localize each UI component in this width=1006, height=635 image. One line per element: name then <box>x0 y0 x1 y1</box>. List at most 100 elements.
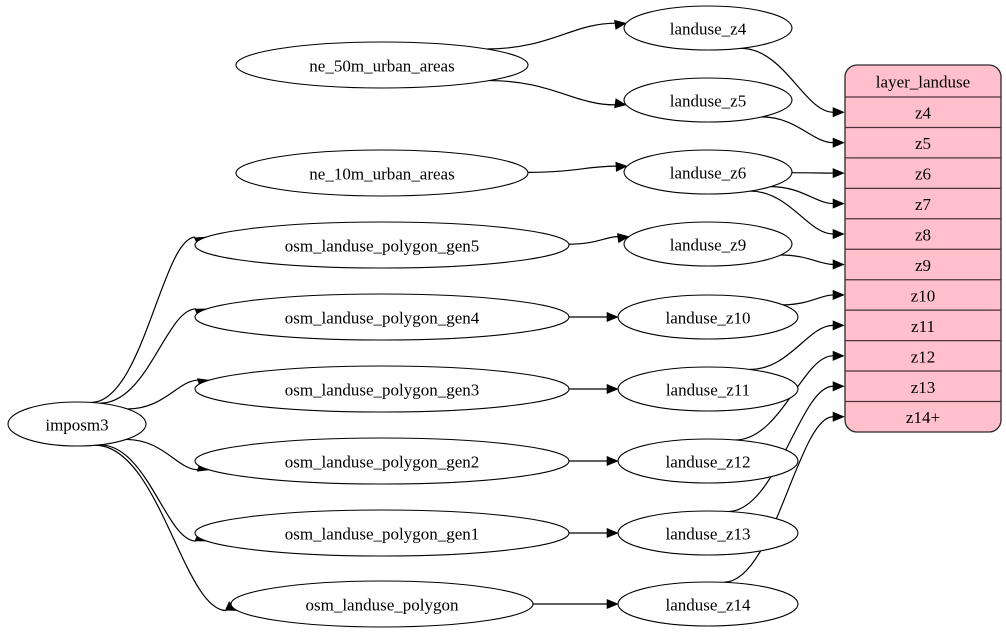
edge-ne_50m_urban_areas-to-landuse_z5 <box>489 79 616 106</box>
node-shape <box>617 438 799 484</box>
table-row-z13[interactable]: z13 <box>911 378 936 397</box>
node-label: osm_landuse_polygon_gen2 <box>285 453 480 472</box>
arrow-head <box>606 598 619 610</box>
node-imposm3[interactable]: imposm3 <box>7 401 147 447</box>
edge-ne_50m_urban_areas-to-landuse_z4 <box>486 22 616 50</box>
node-shape <box>623 221 793 267</box>
table-row-z14+[interactable]: z14+ <box>906 408 940 427</box>
node-ne_10m_urban_areas[interactable]: ne_10m_urban_areas <box>235 149 529 197</box>
arrow-head <box>614 98 627 109</box>
node-landuse_z4[interactable]: landuse_z4 <box>623 5 793 51</box>
node-landuse_z10[interactable]: landuse_z10 <box>617 294 799 340</box>
node-label: ne_50m_urban_areas <box>309 57 454 76</box>
edge-osm_landuse_polygon_gen5-to-landuse_z9 <box>568 236 618 245</box>
edge-landuse_z5-to-z5 <box>761 116 834 144</box>
node-label: landuse_z4 <box>670 20 747 39</box>
node-label: landuse_z12 <box>666 453 751 472</box>
arrow-head <box>832 411 845 422</box>
arrow-head <box>832 228 845 240</box>
node-label: landuse_z13 <box>666 525 751 544</box>
node-landuse_z12[interactable]: landuse_z12 <box>617 438 799 484</box>
edge-imposm3-to-osm_landuse_polygon_gen4 <box>99 308 196 404</box>
edge-landuse_z10-to-z10 <box>782 294 834 306</box>
node-label: osm_landuse_polygon_gen4 <box>285 309 480 328</box>
node-shape <box>617 294 799 340</box>
node-osm_landuse_polygon[interactable]: osm_landuse_polygon <box>230 580 534 628</box>
node-shape <box>194 365 570 413</box>
node-landuse_z5[interactable]: landuse_z5 <box>623 77 793 123</box>
arrow-head <box>606 455 619 467</box>
node-shape <box>194 293 570 341</box>
node-label: osm_landuse_polygon_gen1 <box>285 525 480 544</box>
edge-ne_10m_urban_areas-to-landuse_z6 <box>527 165 617 173</box>
arrow-head <box>832 320 845 331</box>
node-label: ne_10m_urban_areas <box>309 165 454 184</box>
arrow-head <box>615 161 628 172</box>
node-ne_50m_urban_areas[interactable]: ne_50m_urban_areas <box>235 41 529 89</box>
arrow-head <box>832 259 845 270</box>
node-shape <box>194 221 570 269</box>
node-label: landuse_z10 <box>666 309 751 328</box>
node-label: landuse_z6 <box>670 164 746 183</box>
node-label: landuse_z5 <box>670 92 746 111</box>
arrow-head <box>832 107 845 118</box>
node-landuse_z14[interactable]: landuse_z14 <box>617 581 799 627</box>
arrow-head <box>606 383 619 395</box>
node-landuse_z11[interactable]: landuse_z11 <box>617 366 799 412</box>
table-row-z11[interactable]: z11 <box>911 317 935 336</box>
node-osm_landuse_polygon_gen4[interactable]: osm_landuse_polygon_gen4 <box>194 293 570 341</box>
nodes-layer: imposm3 ne_50m_urban_areas ne_10m_urban_ar… <box>7 5 799 628</box>
edge-landuse_z13-to-z13 <box>727 385 834 513</box>
arrow-head <box>832 289 845 300</box>
node-landuse_z9[interactable]: landuse_z9 <box>623 221 793 267</box>
node-label: osm_landuse_polygon <box>306 596 459 615</box>
node-landuse_z13[interactable]: landuse_z13 <box>617 510 799 556</box>
edge-landuse_z9-to-z9 <box>780 254 834 266</box>
arrow-head <box>617 233 630 244</box>
node-shape <box>623 5 793 51</box>
table-row-z12[interactable]: z12 <box>911 347 936 366</box>
node-shape <box>230 580 534 628</box>
node-osm_landuse_polygon_gen2[interactable]: osm_landuse_polygon_gen2 <box>194 437 570 485</box>
node-shape <box>617 510 799 556</box>
node-osm_landuse_polygon_gen1[interactable]: osm_landuse_polygon_gen1 <box>194 509 570 557</box>
table-row-z10[interactable]: z10 <box>911 286 936 305</box>
arrow-head <box>832 137 845 148</box>
table-row-z4[interactable]: z4 <box>915 104 932 123</box>
arrow-head <box>606 311 619 323</box>
node-shape <box>194 437 570 485</box>
edge-imposm3-to-osm_landuse_polygon_gen2 <box>126 438 199 471</box>
table-row-z8[interactable]: z8 <box>915 226 931 245</box>
layer-landuse-table[interactable]: layer_landuse z4 z5 z6 z7 z8 z9 z10 z11 z12 z13 z14… <box>844 64 1002 433</box>
edge-landuse_z4-to-z4 <box>740 47 834 113</box>
edge-imposm3-to-osm_landuse_polygon <box>95 444 227 612</box>
edge-landuse_z6-to-z8 <box>749 190 834 235</box>
node-label: imposm3 <box>45 416 108 435</box>
node-landuse_z6[interactable]: landuse_z6 <box>623 149 793 195</box>
table-row-z6[interactable]: z6 <box>915 165 931 184</box>
table-row-z7[interactable]: z7 <box>915 195 932 214</box>
node-shape <box>617 581 799 627</box>
node-shape <box>194 509 570 557</box>
arrow-head <box>606 527 619 539</box>
node-osm_landuse_polygon_gen5[interactable]: osm_landuse_polygon_gen5 <box>194 221 570 269</box>
arrow-head <box>832 381 845 392</box>
node-label: landuse_z9 <box>670 236 746 255</box>
node-label: landuse_z11 <box>666 381 750 400</box>
node-label: osm_landuse_polygon_gen3 <box>285 381 480 400</box>
node-shape <box>617 366 799 412</box>
edge-landuse_z14-to-z14+ <box>723 416 834 583</box>
edge-landuse_z6-to-z7 <box>770 185 834 205</box>
table-header-label: layer_landuse <box>876 73 970 92</box>
edge-imposm3-to-osm_landuse_polygon_gen5 <box>91 236 196 404</box>
node-label: osm_landuse_polygon_gen5 <box>285 237 480 256</box>
arrow-head <box>832 350 845 361</box>
table-row-z9[interactable]: z9 <box>915 256 931 275</box>
edge-imposm3-to-osm_landuse_polygon_gen1 <box>99 444 196 542</box>
node-label: landuse_z14 <box>666 596 751 615</box>
node-shape <box>7 401 147 447</box>
node-osm_landuse_polygon_gen3[interactable]: osm_landuse_polygon_gen3 <box>194 365 570 413</box>
arrow-head <box>832 198 845 209</box>
table-row-z5[interactable]: z5 <box>915 134 931 153</box>
